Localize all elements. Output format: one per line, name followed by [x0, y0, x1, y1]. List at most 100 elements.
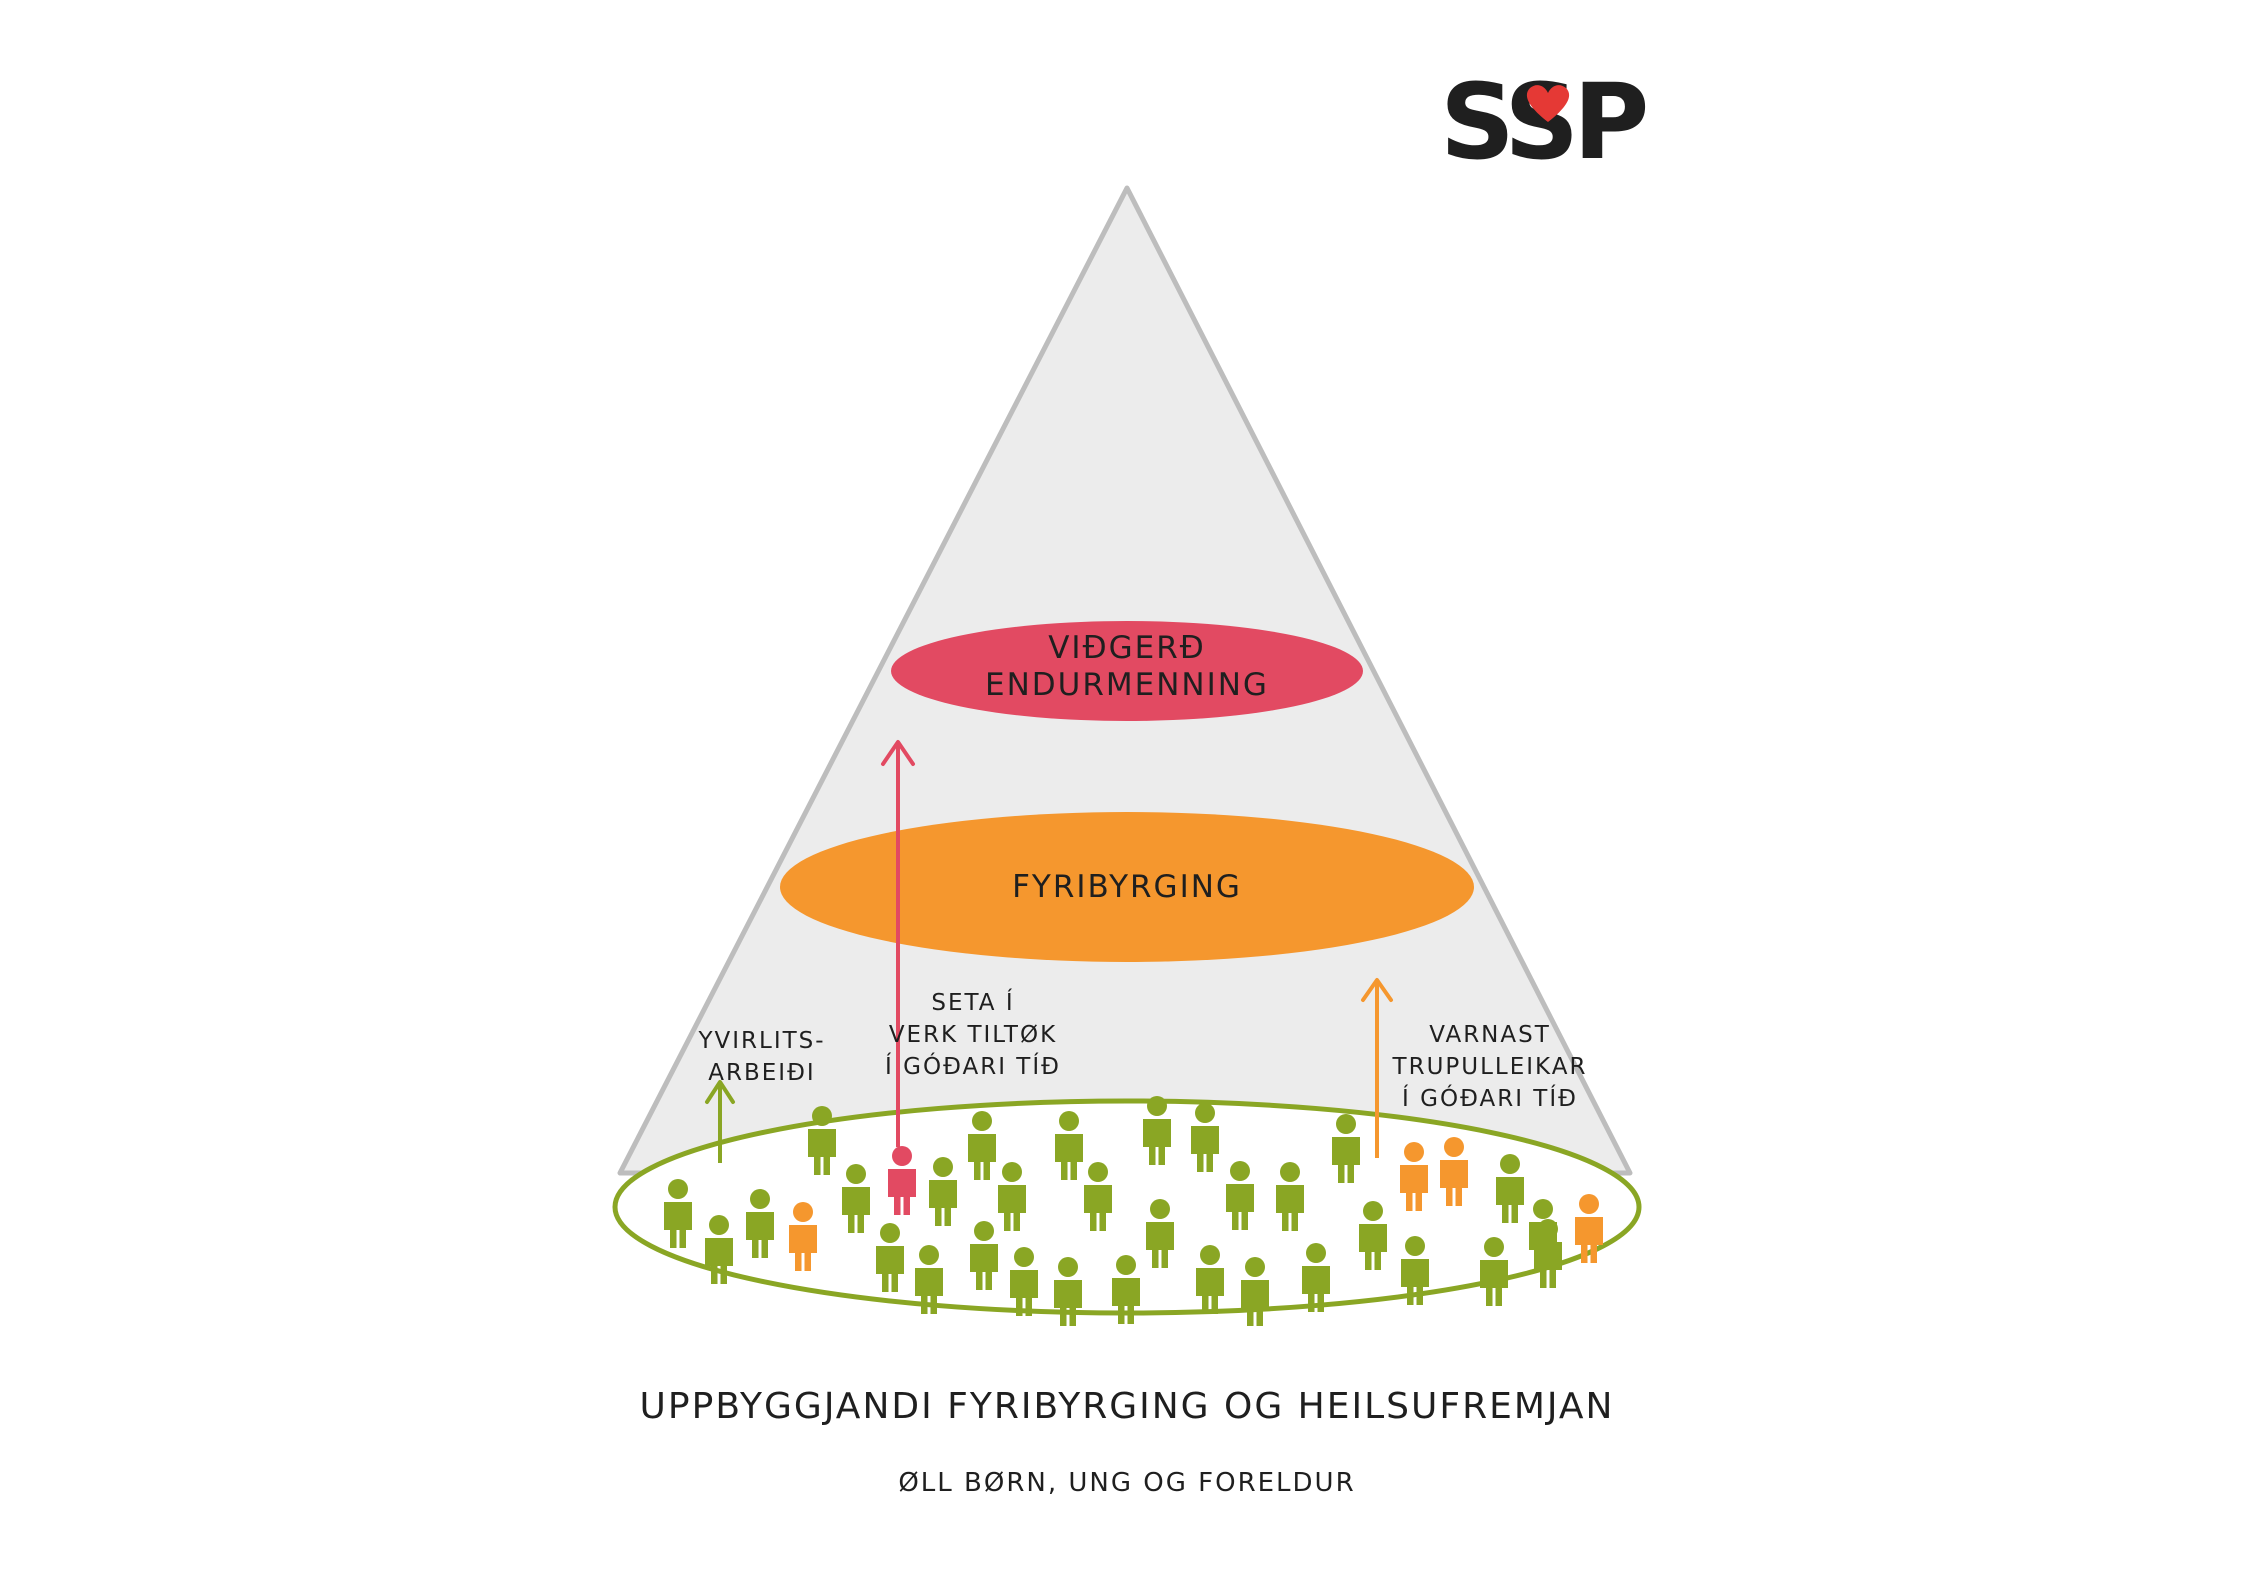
person-body	[1055, 1134, 1083, 1180]
intervention-label-line-2: VERK TILTØK	[889, 1022, 1057, 1048]
person-figure	[915, 1245, 943, 1314]
intervention-label: SETA Í VERK TILTØK Í GÓÐARI TÍÐ	[885, 988, 1059, 1080]
person-figure	[746, 1189, 774, 1258]
overview-label: YVIRLITS- ARBEIÐI	[697, 1028, 823, 1086]
person-head	[933, 1157, 953, 1177]
person-body	[1400, 1165, 1428, 1211]
person-figure	[929, 1157, 957, 1226]
person-figure-orange	[789, 1202, 817, 1271]
person-body	[1196, 1268, 1224, 1314]
person-figure	[1143, 1096, 1171, 1165]
person-figure	[1055, 1111, 1083, 1180]
person-head	[1500, 1154, 1520, 1174]
person-body	[1226, 1184, 1254, 1230]
person-body	[968, 1134, 996, 1180]
person-head	[846, 1164, 866, 1184]
overview-arrow-head	[705, 1080, 735, 1104]
person-head	[1404, 1142, 1424, 1162]
avoid-problems-arrow-head	[1361, 978, 1393, 1002]
person-head	[1363, 1201, 1383, 1221]
person-body	[929, 1180, 957, 1226]
person-figure	[1112, 1255, 1140, 1324]
person-body	[888, 1169, 916, 1215]
person-figure	[876, 1223, 904, 1292]
person-body	[705, 1238, 733, 1284]
person-body	[789, 1225, 817, 1271]
person-head	[1280, 1162, 1300, 1182]
person-head	[1014, 1247, 1034, 1267]
overview-arrow	[705, 1080, 735, 1163]
person-head	[1336, 1114, 1356, 1134]
person-head	[972, 1111, 992, 1131]
person-figure	[1534, 1219, 1562, 1288]
logo-heart-icon	[1526, 85, 1570, 122]
footer-subtitle: ØLL BØRN, UNG OG FORELDUR	[898, 1468, 1355, 1498]
person-body	[842, 1187, 870, 1233]
person-body	[808, 1129, 836, 1175]
person-body	[1241, 1280, 1269, 1326]
person-figure	[664, 1179, 692, 1248]
person-figure	[1226, 1161, 1254, 1230]
person-head	[892, 1146, 912, 1166]
person-head	[1230, 1161, 1250, 1181]
person-figure	[1084, 1162, 1112, 1231]
person-body	[1440, 1160, 1468, 1206]
intervention-arrow-head	[881, 740, 915, 766]
person-head	[793, 1202, 813, 1222]
person-head	[1444, 1137, 1464, 1157]
person-body	[746, 1212, 774, 1258]
person-head	[1116, 1255, 1136, 1275]
person-figure-orange	[1400, 1142, 1428, 1211]
person-head	[1538, 1219, 1558, 1239]
footer-title: UPPBYGGJANDI FYRIBYRGING OG HEILSUFREMJA…	[640, 1386, 1615, 1427]
person-head	[1484, 1237, 1504, 1257]
person-figure-orange	[1440, 1137, 1468, 1206]
person-body	[998, 1185, 1026, 1231]
person-body	[1496, 1177, 1524, 1223]
person-head	[709, 1215, 729, 1235]
person-figure	[1401, 1236, 1429, 1305]
person-body	[876, 1246, 904, 1292]
prevention-label: FYRIBYRGING	[1012, 869, 1242, 905]
person-figure	[705, 1215, 733, 1284]
person-head	[1147, 1096, 1167, 1116]
person-body	[1054, 1280, 1082, 1326]
person-head	[1195, 1103, 1215, 1123]
person-body	[1359, 1224, 1387, 1270]
person-figure	[1191, 1103, 1219, 1172]
ssp-logo: SSP	[1440, 61, 1651, 183]
person-figure-red	[888, 1146, 916, 1215]
person-head	[1579, 1194, 1599, 1214]
person-head	[1058, 1257, 1078, 1277]
person-figure	[1359, 1201, 1387, 1270]
person-head	[974, 1221, 994, 1241]
treatment-label-line-1: VIÐGERÐ	[1048, 630, 1206, 666]
person-figure	[1302, 1243, 1330, 1312]
prevention-level: FYRIBYRGING	[780, 812, 1474, 962]
person-body	[1534, 1242, 1562, 1288]
person-body	[1302, 1266, 1330, 1312]
person-figure	[808, 1106, 836, 1175]
person-figure	[842, 1164, 870, 1233]
avoid-problems-label-line-1: VARNAST	[1429, 1022, 1551, 1048]
person-head	[1405, 1236, 1425, 1256]
person-figure	[1480, 1237, 1508, 1306]
person-head	[1306, 1243, 1326, 1263]
overview-label-line-2: ARBEIÐI	[708, 1060, 815, 1086]
person-head	[668, 1179, 688, 1199]
treatment-level: VIÐGERÐ ENDURMENNING	[891, 621, 1363, 721]
person-body	[1480, 1260, 1508, 1306]
treatment-label-line-2: ENDURMENNING	[985, 667, 1269, 703]
person-figure	[1276, 1162, 1304, 1231]
person-figure	[1146, 1199, 1174, 1268]
person-figure	[1332, 1114, 1360, 1183]
treatment-ellipse	[891, 621, 1363, 721]
person-head	[1002, 1162, 1022, 1182]
person-head	[1088, 1162, 1108, 1182]
avoid-problems-label-line-2: TRUPULLEIKAR	[1392, 1054, 1588, 1080]
person-head	[1059, 1111, 1079, 1131]
person-body	[1401, 1259, 1429, 1305]
population-base-ellipse	[612, 1098, 1642, 1316]
person-body	[915, 1268, 943, 1314]
